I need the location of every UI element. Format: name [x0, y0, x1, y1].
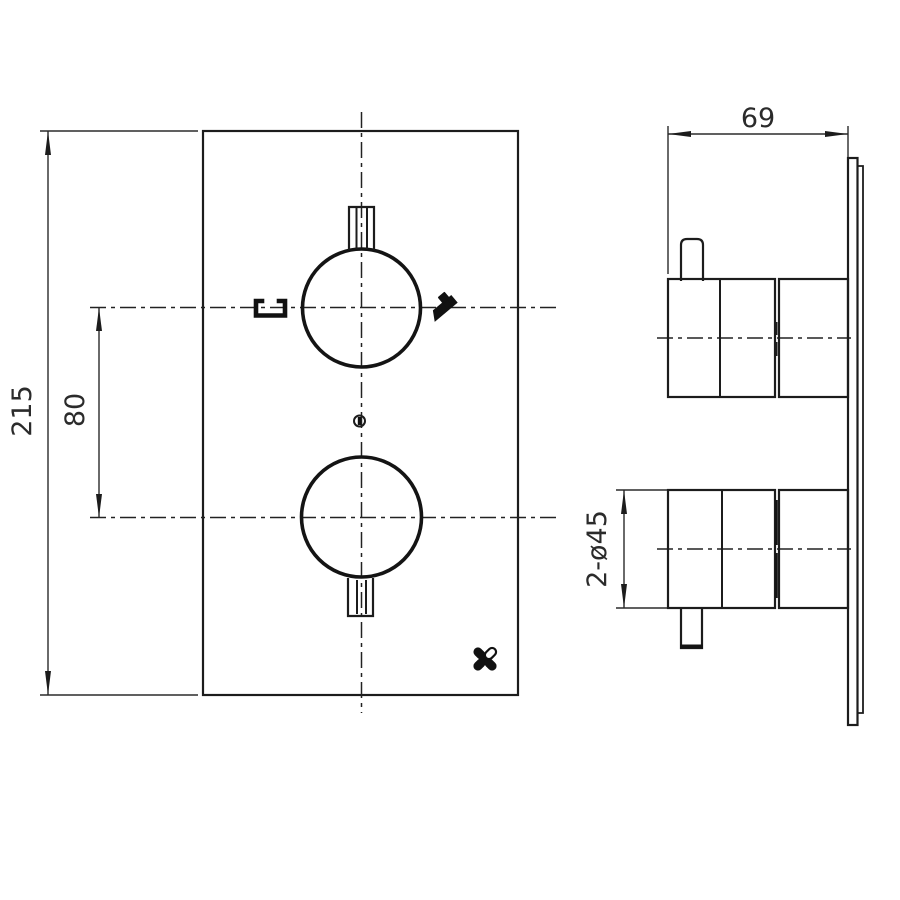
flow-indicator-icon — [432, 291, 458, 322]
dimension-projection-depth: 69 — [667, 103, 849, 274]
side-top-knob-handle — [679, 237, 705, 281]
side-bottom-knob-base — [777, 488, 850, 610]
top-knob-handle — [347, 205, 376, 250]
bottom-knob-handle — [346, 578, 375, 618]
wall-plate-back-body — [857, 165, 864, 714]
center-screw-slot — [357, 417, 362, 425]
arrowhead-up — [96, 307, 102, 331]
side-view: 69 2-ø45 — [582, 103, 864, 727]
crosswater-x-logo-open-lobe — [483, 646, 498, 661]
arrowhead-down — [96, 494, 102, 518]
dimension-knob-spacing: 80 — [60, 307, 102, 518]
side-top-knob-body — [666, 277, 777, 399]
bottom-knob-circle — [299, 455, 424, 579]
wall-plate-side — [846, 156, 859, 727]
arrowhead-up — [45, 131, 51, 155]
dimension-overall-height: 215 — [7, 130, 198, 696]
side-bottom-knob-handle — [679, 608, 704, 650]
crosswater-x-logo — [473, 646, 498, 671]
top-knob-circle — [300, 247, 423, 369]
arrowhead-up — [621, 490, 627, 514]
temperature-indicator-icon — [253, 298, 288, 318]
dimension-label-projection-depth: 69 — [741, 103, 775, 134]
faceplate-outline — [201, 129, 520, 697]
center-screw — [353, 414, 366, 428]
dimension-label-knob-diameter: 2-ø45 — [582, 510, 613, 588]
side-top-knob-base — [777, 277, 850, 399]
arrowhead-right — [825, 131, 848, 137]
arrowhead-down — [621, 584, 627, 608]
arrowhead-down — [45, 671, 51, 695]
arrowhead-left — [668, 131, 691, 137]
dimension-knob-diameter: 2-ø45 — [582, 489, 667, 609]
dimension-label-overall-height: 215 — [7, 385, 38, 437]
dimension-label-knob-spacing: 80 — [60, 393, 91, 427]
front-view: 215 80 — [7, 112, 556, 713]
